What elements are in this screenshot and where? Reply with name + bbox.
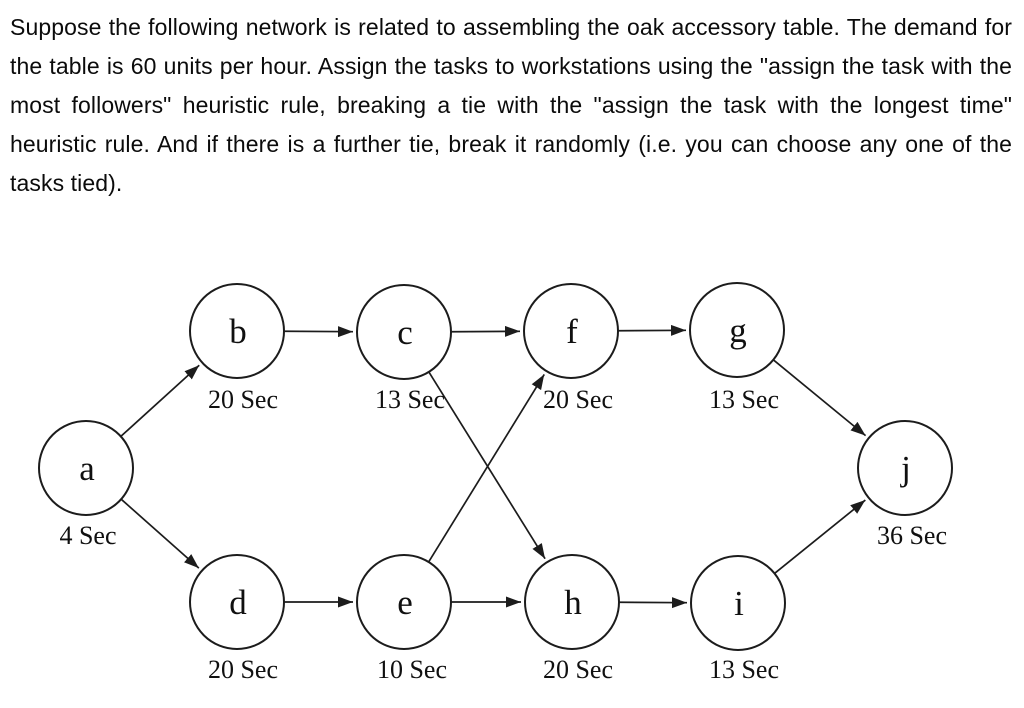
task-time-label-d: 20 Sec — [208, 655, 278, 684]
task-time-label-e: 10 Sec — [377, 655, 447, 684]
node-b — [189, 283, 285, 379]
node-letter-e: e — [397, 583, 413, 622]
task-time-label-g: 13 Sec — [709, 385, 779, 414]
edge-a-d — [120, 498, 200, 569]
task-time-label-b: 20 Sec — [208, 385, 278, 414]
node-letter-i: i — [734, 584, 744, 623]
node-letter-h: h — [564, 583, 582, 622]
edge-g-j — [772, 359, 867, 437]
node-f — [523, 283, 619, 379]
node-letter-d: d — [229, 583, 247, 622]
edge-e-f — [427, 373, 545, 563]
task-time-label-h: 20 Sec — [543, 655, 613, 684]
node-letter-c: c — [397, 313, 413, 352]
task-time-label-a: 4 Sec — [59, 521, 116, 550]
task-time-label-c: 13 Sec — [375, 385, 445, 414]
node-c — [356, 284, 452, 380]
node-d — [189, 554, 285, 650]
edges-layer — [120, 324, 867, 609]
node-e — [356, 554, 452, 650]
node-letter-f: f — [566, 312, 578, 351]
edge-c-h — [428, 371, 546, 560]
node-letter-a: a — [79, 449, 95, 488]
node-h — [524, 554, 620, 650]
node-letter-b: b — [229, 312, 247, 351]
problem-statement: Suppose the following network is related… — [10, 14, 1012, 196]
edge-i-j — [774, 499, 866, 575]
node-i — [690, 555, 786, 651]
nodes-layer: a 4 Sec b 20 Sec c 13 Sec f 20 Sec g 13 Sec j 36 Se… — [38, 282, 953, 684]
node-g — [689, 282, 785, 378]
edge-a-b — [120, 364, 200, 438]
node-letter-g: g — [729, 311, 747, 350]
node-a — [38, 420, 134, 516]
node-j — [857, 420, 953, 516]
task-time-label-i: 13 Sec — [709, 655, 779, 684]
task-time-label-j: 36 Sec — [877, 521, 947, 550]
task-time-label-f: 20 Sec — [543, 385, 613, 414]
node-letter-j: j — [899, 449, 911, 488]
